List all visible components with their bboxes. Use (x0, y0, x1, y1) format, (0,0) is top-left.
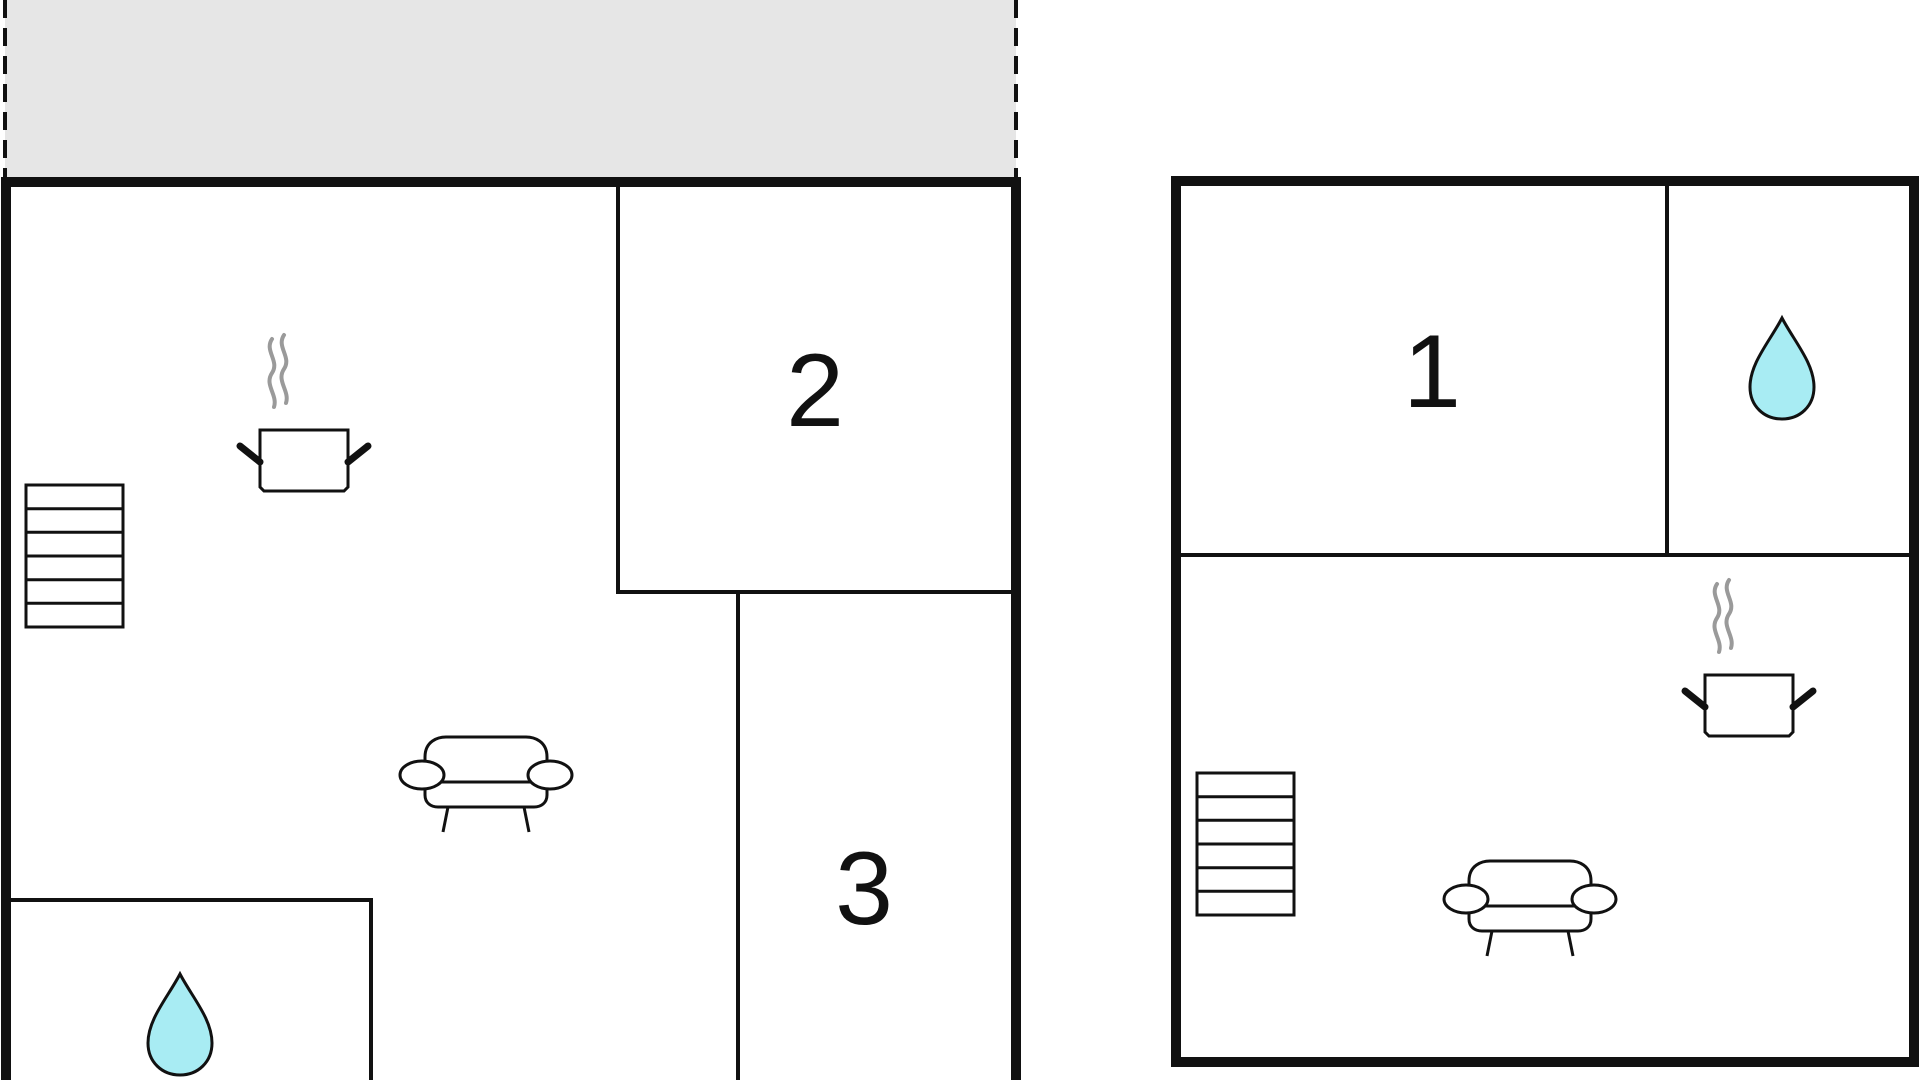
staircase-icon (24, 483, 125, 629)
bedroom-3 (736, 590, 1018, 1080)
upper-floor-plan: 1 (1171, 176, 1919, 1067)
room-number-1: 1 (1403, 314, 1461, 430)
ground-bathroom (4, 898, 373, 1080)
ground-outer-wall (1, 177, 1021, 1080)
terrace-area (5, 0, 1016, 180)
staircase-icon (1195, 771, 1296, 917)
ground-floor-plan: 2 3 (1, 0, 1021, 1080)
room-number-2: 2 (786, 333, 844, 449)
room-number-3: 3 (835, 831, 893, 947)
